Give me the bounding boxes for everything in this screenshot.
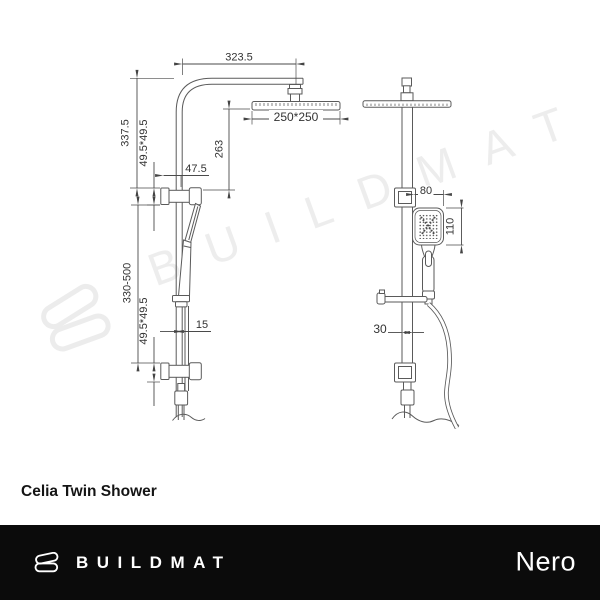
dim-top-to-bracket: 337.5 <box>120 119 132 147</box>
dim-handpiece-height: 110 <box>445 218 457 236</box>
dim-head-clearance: 263 <box>214 140 226 158</box>
slider-bracket-side <box>394 187 416 208</box>
dim-adjustable-rail: 330-500 <box>122 263 134 303</box>
nero-logo: Nero <box>515 545 576 576</box>
dim-handpiece-width: 80 <box>420 185 432 197</box>
dim-lower-bracket: 49.5*49.5 <box>138 297 150 344</box>
overhead-nozzles-side <box>366 103 448 106</box>
spray-face-x-pattern <box>420 216 436 236</box>
footer-brand-bar: BUILDMAT Nero <box>0 525 600 600</box>
overhead-shower-side <box>362 77 452 108</box>
overhead-shower-front <box>251 84 341 111</box>
rail-inlet-front <box>174 383 189 420</box>
lower-wall-bracket-front <box>160 362 202 381</box>
break-line-front <box>172 413 206 421</box>
buildmat-watermark-b-icon <box>41 283 111 352</box>
hand-shower-mode-button <box>425 250 432 267</box>
dim-bracket-depth: 47.5 <box>185 163 206 175</box>
upper-wall-bracket-front <box>160 187 202 206</box>
hand-shower-front <box>172 202 202 308</box>
front-view-dimensions-top: 323.5 250*250 47.5 15 <box>155 52 349 334</box>
technical-drawing: 337.5 49.5*49.5 330-500 49.5*49.5 <box>120 52 464 430</box>
shower-rail-front <box>175 77 304 417</box>
dim-30-group: 30 <box>373 322 424 336</box>
buildmat-logo-icon <box>34 551 59 572</box>
front-view-dimensions-left: 337.5 49.5*49.5 330-500 49.5*49.5 <box>120 69 250 406</box>
dim-overhead-size: 250*250 <box>274 110 319 124</box>
product-title: Celia Twin Shower <box>21 483 157 500</box>
hand-shower-side <box>412 207 444 305</box>
side-view: 80 110 <box>362 77 464 430</box>
front-view: 337.5 49.5*49.5 330-500 49.5*49.5 <box>120 52 349 421</box>
hand-shower-hose-side <box>426 302 460 430</box>
hand-shower-hose-front <box>184 306 189 391</box>
break-line-side <box>391 411 460 426</box>
dim-rail-depth: 30 <box>373 322 387 336</box>
dim-110-group: 110 <box>445 199 464 254</box>
soap-shelf-side <box>376 289 428 305</box>
overhead-nozzles-front <box>255 103 337 106</box>
buildmat-wordmark: BUILDMAT <box>76 552 232 572</box>
lower-wall-bracket-side <box>394 362 416 383</box>
shower-rail-side <box>401 107 413 364</box>
rail-inlet-side <box>400 381 415 418</box>
dim-80-group: 80 <box>406 185 452 206</box>
dim-upper-bracket: 49.5*49.5 <box>138 119 150 166</box>
dim-arm-reach: 323.5 <box>225 52 253 64</box>
dim-rail-width: 15 <box>196 319 208 331</box>
